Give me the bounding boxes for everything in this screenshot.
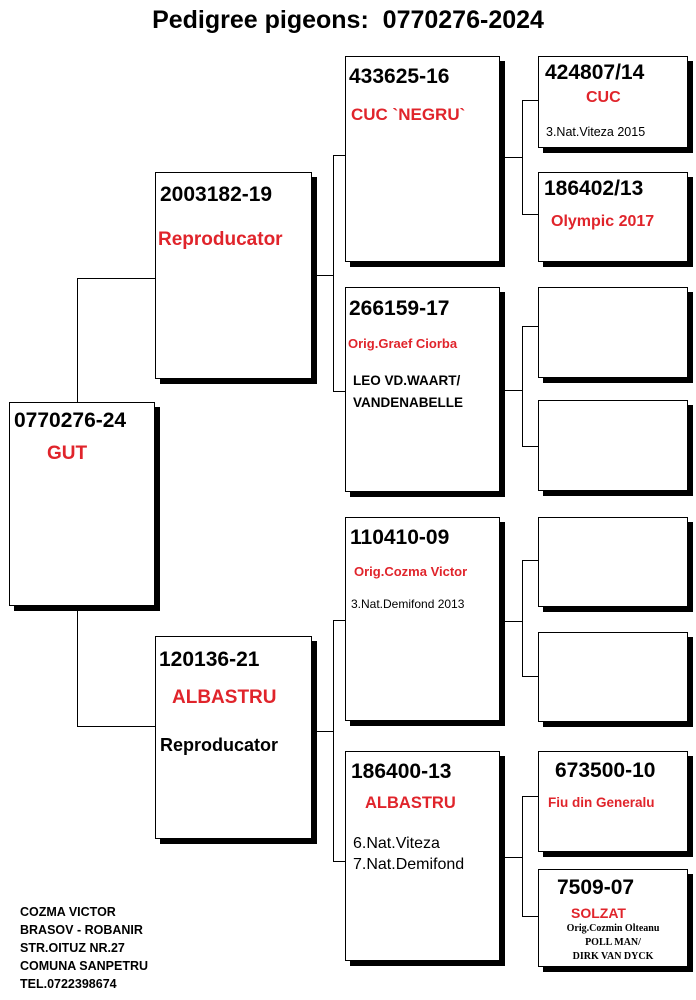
connector bbox=[77, 726, 156, 727]
connector bbox=[522, 676, 538, 677]
connector bbox=[522, 326, 538, 327]
owner-info: COZMA VICTOR BRASOV - ROBANIR STR.OITUZ … bbox=[20, 903, 148, 993]
dam-dam-card: 186400-13 ALBASTRU 6.Nat.Viteza 7.Nat.De… bbox=[345, 751, 500, 961]
connector bbox=[333, 155, 346, 156]
connector bbox=[500, 157, 522, 158]
connector bbox=[522, 796, 523, 916]
dam-sire-card: 110410-09 Orig.Cozma Victor 3.Nat.Demifo… bbox=[345, 517, 500, 721]
sire-dam-line1: LEO VD.WAART/ bbox=[353, 373, 461, 388]
connector bbox=[77, 278, 78, 403]
ss-sire-name: CUC bbox=[586, 89, 621, 106]
sire-card: 2003182-19 Reproducator bbox=[155, 172, 312, 379]
connector bbox=[333, 620, 346, 621]
dd-dam-line2: DIRK VAN DYCK bbox=[572, 951, 654, 962]
dam-dam-ring: 186400-13 bbox=[351, 760, 452, 783]
dd-dam-color: SOLZAT bbox=[571, 905, 626, 921]
sire-sire-card: 433625-16 CUC `NEGRU` bbox=[345, 56, 500, 262]
ss-sire-ring: 424807/14 bbox=[545, 61, 645, 84]
sire-sire-name: CUC `NEGRU` bbox=[351, 105, 466, 124]
dam-card: 120136-21 ALBASTRU Reproducator bbox=[155, 636, 312, 839]
pigeon-ring: 0770276-24 bbox=[14, 409, 127, 432]
dd-dam-line1: POLL MAN/ bbox=[585, 937, 641, 948]
connector bbox=[500, 621, 522, 622]
ds-sire-card bbox=[538, 517, 688, 607]
sd-sire-card bbox=[538, 287, 688, 378]
dd-dam-ring: 7509-07 bbox=[557, 876, 635, 899]
dd-dam-card: 7509-07 SOLZAT Orig.Cozmin Olteanu POLL … bbox=[538, 869, 688, 967]
sire-sire-ring: 433625-16 bbox=[349, 65, 450, 88]
connector bbox=[333, 155, 334, 391]
sd-dam-card bbox=[538, 400, 688, 491]
dam-sire-result: 3.Nat.Demifond 2013 bbox=[351, 597, 465, 611]
page-title: Pedigree pigeons: 0770276-2024 bbox=[152, 6, 544, 34]
dam-color: ALBASTRU bbox=[172, 687, 277, 708]
owner-city: BRASOV - ROBANIR bbox=[20, 923, 143, 937]
connector bbox=[522, 100, 523, 214]
sire-dam-card: 266159-17 Orig.Graef Ciorba LEO VD.WAART… bbox=[345, 287, 500, 492]
dd-sire-card: 673500-10 Fiu din Generalu bbox=[538, 751, 688, 852]
ss-dam-ring: 186402/13 bbox=[544, 177, 644, 200]
ds-dam-card bbox=[538, 632, 688, 722]
ss-dam-result: Olympic 2017 bbox=[551, 213, 655, 230]
owner-street: STR.OITUZ NR.27 bbox=[20, 941, 125, 955]
connector bbox=[500, 857, 522, 858]
connector bbox=[500, 390, 522, 391]
pigeon-color: GUT bbox=[47, 443, 88, 464]
dam-sire-origin: Orig.Cozma Victor bbox=[354, 564, 468, 579]
dd-sire-note: Fiu din Generalu bbox=[548, 795, 655, 810]
owner-name: COZMA VICTOR bbox=[20, 905, 116, 919]
connector bbox=[333, 391, 346, 392]
ss-sire-card: 424807/14 CUC 3.Nat.Viteza 2015 bbox=[538, 56, 688, 148]
sire-note: Reproducator bbox=[158, 229, 283, 250]
dd-sire-ring: 673500-10 bbox=[555, 759, 656, 782]
connector bbox=[333, 861, 346, 862]
connector bbox=[522, 560, 538, 561]
dam-dam-result1: 6.Nat.Viteza bbox=[353, 835, 440, 852]
dam-ring: 120136-21 bbox=[159, 648, 260, 671]
connector bbox=[77, 607, 78, 726]
ss-sire-result: 3.Nat.Viteza 2015 bbox=[546, 125, 646, 139]
sire-dam-origin: Orig.Graef Ciorba bbox=[348, 336, 458, 351]
connector bbox=[312, 731, 333, 732]
dam-dam-result2: 7.Nat.Demifond bbox=[353, 856, 465, 873]
connector bbox=[312, 275, 333, 276]
connector bbox=[333, 620, 334, 861]
connector bbox=[522, 796, 538, 797]
dd-dam-origin: Orig.Cozmin Olteanu bbox=[566, 923, 660, 934]
pigeon-card: 0770276-24 GUT bbox=[9, 402, 155, 606]
dam-sire-ring: 110410-09 bbox=[350, 526, 450, 549]
owner-phone: TEL.0722398674 bbox=[20, 977, 117, 991]
sire-ring: 2003182-19 bbox=[160, 183, 273, 206]
connector bbox=[522, 560, 523, 676]
sire-dam-ring: 266159-17 bbox=[349, 297, 450, 320]
dam-note: Reproducator bbox=[160, 735, 279, 755]
connector bbox=[522, 214, 538, 215]
owner-commune: COMUNA SANPETRU bbox=[20, 959, 149, 973]
connector bbox=[522, 100, 538, 101]
connector bbox=[522, 446, 538, 447]
ss-dam-card: 186402/13 Olympic 2017 bbox=[538, 172, 688, 262]
connector bbox=[522, 326, 523, 446]
sire-dam-line2: VANDENABELLE bbox=[353, 395, 464, 410]
connector bbox=[522, 916, 538, 917]
dam-dam-color: ALBASTRU bbox=[365, 794, 456, 812]
connector bbox=[77, 278, 156, 279]
